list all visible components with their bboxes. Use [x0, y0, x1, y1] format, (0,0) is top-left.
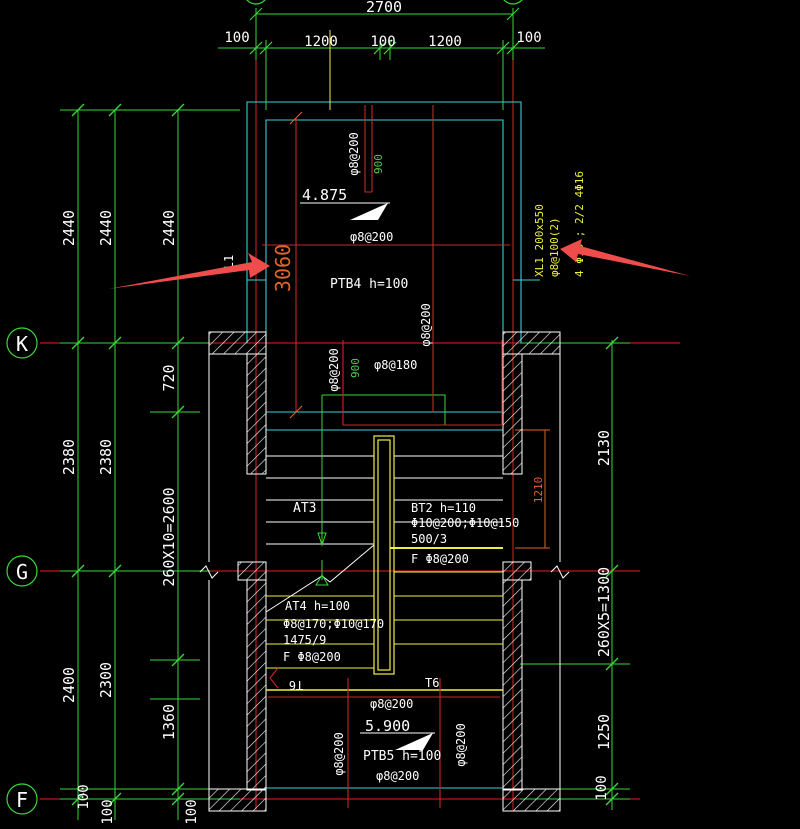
stair-treads-lower	[266, 547, 503, 691]
pointer-arrow-left	[108, 253, 270, 289]
label-elev-bottom: 5.900	[365, 717, 410, 735]
dim-right-2: 1250	[595, 714, 613, 750]
left-dimension-lines	[60, 103, 240, 820]
dim-left1-3: 100	[76, 784, 92, 809]
dim-left3-4: 100	[184, 799, 200, 824]
label-900-mid: 900	[349, 358, 362, 378]
label-l1: L1	[222, 255, 236, 269]
dim-left2-2: 2300	[97, 662, 115, 698]
label-at4-f: F Φ8@200	[283, 650, 341, 664]
dim-top-4: 100	[516, 30, 541, 46]
label-rebar-left-v: φ8@200	[327, 348, 341, 391]
dim-right-1: 260X5=1300	[595, 567, 613, 657]
dim-left2-1: 2380	[97, 439, 115, 475]
dim-top-3: 1200	[428, 34, 462, 50]
label-bt2-f: F Φ8@200	[411, 552, 469, 566]
dim-overall-top: 2700	[366, 0, 402, 16]
label-rebar-bottom-h2: φ8@200	[376, 769, 419, 783]
dim-left2-0: 2440	[97, 210, 115, 246]
handrail	[373, 435, 395, 675]
pointer-arrows	[108, 239, 690, 289]
axis-bubble-f: F	[6, 783, 38, 815]
axis-bubble-g: G	[6, 555, 38, 587]
label-bt2-ratio: 500/3	[411, 532, 447, 546]
dim-top-2: 100	[370, 34, 395, 50]
dim-top-1: 1200	[304, 34, 338, 50]
label-t6-right: T6	[425, 676, 439, 690]
label-at4: AT4 h=100	[285, 599, 350, 613]
axis-bubble-k: K	[6, 327, 38, 359]
walls	[199, 331, 570, 812]
label-elev-top: 4.875	[302, 186, 347, 204]
label-rebar-bottom-right: φ8@200	[454, 723, 468, 766]
label-at3: AT3	[293, 501, 316, 516]
rebar-red-lines	[262, 105, 510, 808]
slab-outlines	[246, 101, 540, 789]
axis-label-f: F	[16, 788, 28, 812]
dim-left1-1: 2380	[60, 439, 78, 475]
label-at4-rebar: Φ8@170;Φ10@170	[283, 617, 384, 631]
dim-right-3: 100	[594, 775, 610, 800]
stair-treads	[266, 455, 503, 545]
label-rebar-top-h: φ8@200	[350, 230, 393, 244]
label-ptb4: PTB4 h=100	[330, 277, 408, 292]
label-bt2-rebar: Φ10@200;Φ10@150	[411, 516, 519, 530]
label-ptb5: PTB5 h=100	[363, 749, 441, 764]
label-t6-left: T6	[289, 678, 303, 692]
break-line	[265, 544, 375, 613]
label-rebar-mid-h: φ8@180	[374, 358, 417, 372]
dim-left3-0: 2440	[160, 210, 178, 246]
label-rebar-top-v: φ8@200	[347, 132, 361, 175]
dim-left3-1: 720	[160, 364, 178, 391]
label-at4-ratio: 1475/9	[283, 633, 326, 647]
label-xl1: XL1 200x550	[533, 204, 546, 277]
dim-left3-3: 1360	[160, 704, 178, 740]
dim-right-0: 2130	[595, 430, 613, 466]
label-rebar-bottom-left: φ8@200	[332, 732, 346, 775]
dim-left3-2: 260X10=2600	[160, 487, 178, 586]
top-dimensions	[218, 7, 545, 110]
label-span-3060: 3060	[271, 244, 295, 292]
axis-label-k: K	[16, 332, 28, 356]
direction-arrows	[315, 394, 446, 586]
dim-top-0: 100	[224, 30, 249, 46]
dim-run: 1210	[532, 477, 545, 504]
label-rebar-bottom-h: φ8@200	[370, 697, 413, 711]
label-xl1-stirrup: φ8@100(2)	[548, 217, 561, 277]
label-900-top: 900	[372, 154, 385, 174]
dim-left1-2: 2400	[60, 667, 78, 703]
dim-left1-0: 2440	[60, 210, 78, 246]
axis-label-g: G	[16, 560, 28, 584]
label-rebar-mid-v: φ8@200	[419, 303, 433, 346]
dim-left2-3: 100	[100, 799, 116, 824]
label-bt2: BT2 h=110	[411, 501, 476, 515]
